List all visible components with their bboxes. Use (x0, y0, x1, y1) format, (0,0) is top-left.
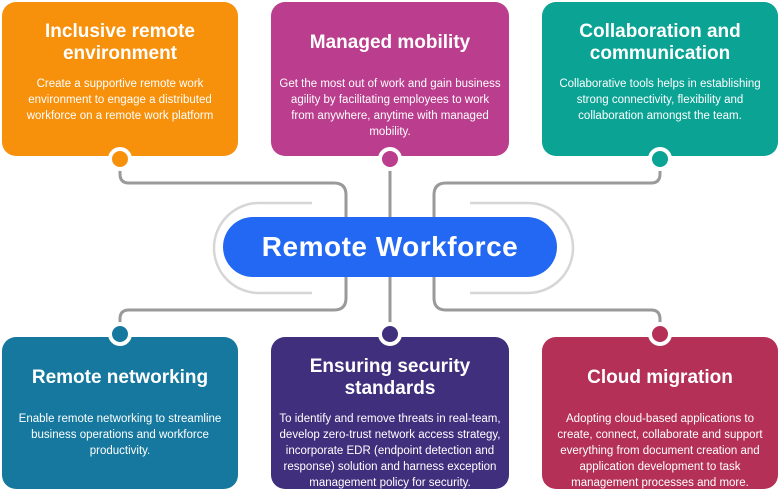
card-title-inclusive-remote-environment: Inclusive remote environment (45, 21, 195, 64)
card-body-cloud-migration: Adopting cloud-based applications to cre… (557, 413, 763, 489)
card-title-remote-networking: Remote networking (31, 367, 209, 388)
card-body-remote-networking: Enable remote networking to streamline b… (18, 413, 222, 457)
center-node-remote-workforce: Remote Workforce (223, 217, 557, 277)
connector-dot-ensuring-security-standards (378, 322, 402, 346)
connector-dot-remote-networking (108, 322, 132, 346)
connector-dot-collaboration-communication (648, 147, 672, 171)
connector-dot-cloud-migration (648, 322, 672, 346)
card-collaboration-communication: Collaboration and communication Collabor… (542, 2, 778, 156)
card-managed-mobility: Managed mobility Get the most out of wor… (271, 2, 509, 156)
card-cloud-migration: Cloud migration Adopting cloud-based app… (542, 337, 778, 489)
card-body-inclusive-remote-environment: Create a supportive remote work environm… (26, 78, 214, 122)
card-title-ensuring-security-standards: Ensuring security standards (309, 356, 471, 399)
card-ensuring-security-standards: Ensuring security standards To identify … (271, 337, 509, 489)
card-inclusive-remote-environment: Inclusive remote environment Create a su… (2, 2, 238, 156)
card-body-ensuring-security-standards: To identify and remove threats in real-t… (279, 413, 501, 489)
card-body-collaboration-communication: Collaborative tools helps in establishin… (559, 78, 761, 122)
card-title-managed-mobility: Managed mobility (309, 32, 471, 53)
card-title-collaboration-communication: Collaboration and communication (579, 21, 741, 64)
connector-dot-managed-mobility (378, 147, 402, 171)
card-body-managed-mobility: Get the most out of work and gain busine… (279, 78, 501, 138)
card-title-cloud-migration: Cloud migration (587, 367, 733, 388)
card-remote-networking: Remote networking Enable remote networki… (2, 337, 238, 489)
connector-dot-inclusive-remote-environment (108, 147, 132, 171)
